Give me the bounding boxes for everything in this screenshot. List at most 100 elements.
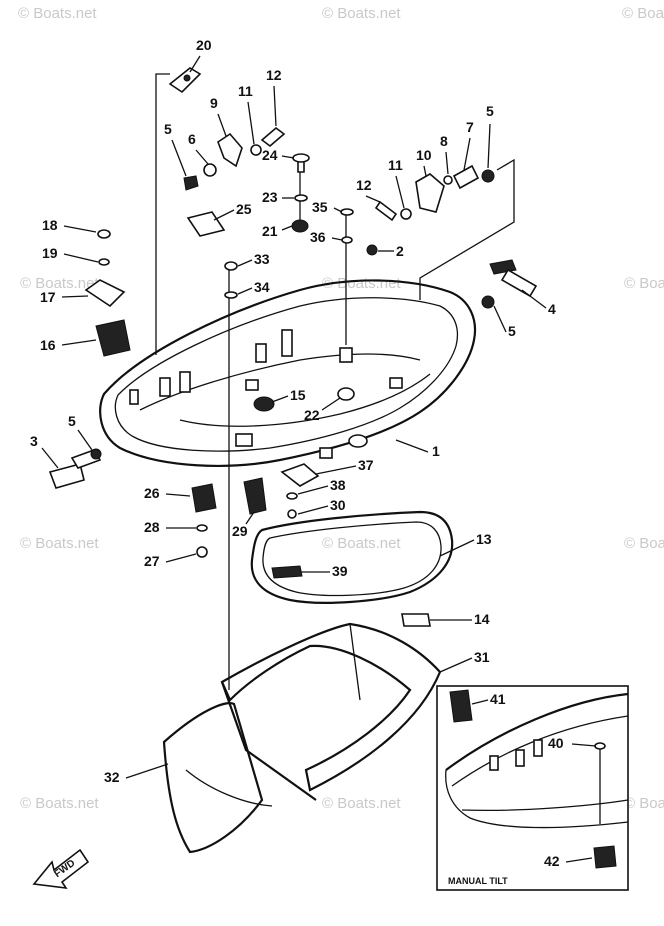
callout-label-16: 16 bbox=[40, 337, 56, 353]
callout-leader-42 bbox=[565, 857, 593, 863]
callout-label-26: 26 bbox=[144, 485, 160, 501]
callout-label-14: 14 bbox=[474, 611, 490, 627]
callout-leader-41 bbox=[471, 699, 489, 705]
callout-leader-20 bbox=[189, 55, 201, 73]
callout-label-6: 6 bbox=[188, 131, 196, 147]
callout-leader-36 bbox=[331, 237, 343, 241]
watermark-text: © Boats.net bbox=[20, 535, 99, 552]
callout-label-34: 34 bbox=[254, 279, 270, 295]
callout-label-18: 18 bbox=[42, 217, 58, 233]
callout-label-4: 4 bbox=[548, 301, 556, 317]
callout-label-31: 31 bbox=[474, 649, 490, 665]
inset-manual-tilt bbox=[436, 685, 629, 891]
lower-cover-front bbox=[162, 702, 273, 854]
callout-label-10: 10 bbox=[416, 147, 432, 163]
watermark-text: © Boats.net bbox=[624, 795, 664, 812]
callout-label-19: 19 bbox=[42, 245, 58, 261]
callout-label-39: 39 bbox=[332, 563, 348, 579]
callout-leader-35 bbox=[333, 207, 343, 213]
callout-label-32: 32 bbox=[104, 769, 120, 785]
watermark-text: © Boats.net bbox=[18, 5, 97, 22]
watermark-text: © Boats.net bbox=[322, 275, 401, 292]
callout-label-12: 12 bbox=[266, 67, 282, 83]
callout-label-5: 5 bbox=[486, 103, 494, 119]
callout-leader-17 bbox=[61, 295, 89, 298]
watermark-text: © Boats.net bbox=[622, 5, 664, 22]
hardware-parts bbox=[48, 67, 538, 627]
callout-label-1: 1 bbox=[432, 443, 440, 459]
watermark-text: © Boats.net bbox=[322, 535, 401, 552]
callout-leader-3 bbox=[41, 447, 59, 469]
watermark-text: © Boats.net bbox=[20, 795, 99, 812]
callout-label-17: 17 bbox=[40, 289, 56, 305]
callout-label-36: 36 bbox=[310, 229, 326, 245]
callout-group: 1234567891011121314151617181920212223242… bbox=[30, 37, 597, 869]
callout-leader-8 bbox=[445, 151, 449, 175]
callout-label-24: 24 bbox=[262, 147, 278, 163]
callout-label-29: 29 bbox=[232, 523, 248, 539]
callout-label-11: 11 bbox=[388, 157, 403, 173]
callout-label-5: 5 bbox=[508, 323, 516, 339]
inset-label: MANUAL TILT bbox=[448, 876, 508, 886]
watermark-text: © Boats.net bbox=[624, 535, 664, 552]
callout-label-33: 33 bbox=[254, 251, 270, 267]
callout-leader-21 bbox=[281, 225, 293, 231]
callout-label-13: 13 bbox=[476, 531, 492, 547]
callout-label-8: 8 bbox=[440, 133, 448, 149]
callout-leader-18 bbox=[63, 225, 97, 233]
callout-leader-25 bbox=[213, 209, 235, 221]
callout-label-9: 9 bbox=[210, 95, 218, 111]
callout-label-23: 23 bbox=[262, 189, 278, 205]
callout-leader-7 bbox=[463, 137, 471, 171]
callout-label-25: 25 bbox=[236, 201, 252, 217]
callout-leader-11 bbox=[395, 175, 405, 209]
callout-leader-5 bbox=[487, 123, 491, 169]
callout-leader-1 bbox=[395, 439, 429, 453]
callout-label-28: 28 bbox=[144, 519, 160, 535]
forward-direction-arrow: FWD bbox=[32, 848, 90, 890]
callout-leader-38 bbox=[297, 485, 329, 495]
callout-label-11: 11 bbox=[238, 83, 253, 99]
callout-label-41: 41 bbox=[490, 691, 506, 707]
callout-label-2: 2 bbox=[396, 243, 404, 259]
watermarks: © Boats.net © Boats.net © Boats.net © Bo… bbox=[18, 5, 664, 812]
callout-leader-5 bbox=[171, 139, 187, 177]
callout-label-15: 15 bbox=[290, 387, 306, 403]
callout-label-37: 37 bbox=[358, 457, 374, 473]
callout-leader-12 bbox=[273, 85, 277, 127]
callout-label-35: 35 bbox=[312, 199, 328, 215]
callout-leader-26 bbox=[165, 493, 191, 497]
callout-leader-27 bbox=[165, 553, 197, 563]
watermark-text: © Boats.net bbox=[624, 275, 664, 292]
callout-leader-5 bbox=[493, 305, 507, 333]
bottom-cowling bbox=[99, 279, 477, 467]
callout-leader-10 bbox=[423, 165, 427, 177]
callout-leader-19 bbox=[63, 253, 99, 263]
callout-label-38: 38 bbox=[330, 477, 346, 493]
callout-leader-30 bbox=[297, 505, 329, 515]
callout-label-5: 5 bbox=[164, 121, 172, 137]
callout-leader-24 bbox=[281, 155, 295, 159]
callout-leader-22 bbox=[321, 397, 341, 411]
callout-label-20: 20 bbox=[196, 37, 212, 53]
callout-leader-9 bbox=[217, 113, 227, 137]
callout-leader-5 bbox=[77, 429, 93, 451]
callout-label-12: 12 bbox=[356, 177, 372, 193]
callout-label-40: 40 bbox=[548, 735, 564, 751]
watermark-text: © Boats.net bbox=[322, 795, 401, 812]
callout-label-30: 30 bbox=[330, 497, 346, 513]
callout-leader-37 bbox=[315, 465, 357, 475]
watermark-text: © Boats.net bbox=[20, 275, 99, 292]
callout-label-27: 27 bbox=[144, 553, 160, 569]
lower-cover bbox=[220, 622, 442, 801]
callout-leader-34 bbox=[237, 287, 253, 295]
callout-label-5: 5 bbox=[68, 413, 76, 429]
gasket bbox=[250, 510, 454, 604]
callout-leader-31 bbox=[439, 657, 473, 673]
callout-label-22: 22 bbox=[304, 407, 320, 423]
callout-leader-15 bbox=[271, 395, 289, 403]
callout-label-3: 3 bbox=[30, 433, 38, 449]
callout-leader-32 bbox=[125, 763, 169, 779]
